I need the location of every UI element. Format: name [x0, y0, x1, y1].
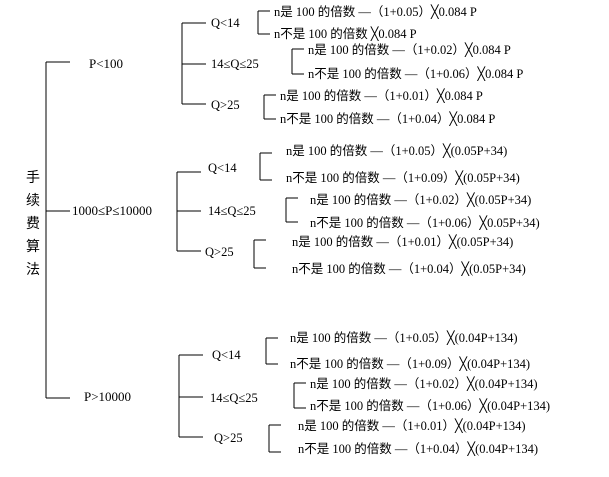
q-group-label: 14≤Q≤25 [208, 204, 256, 218]
q-group-label: 14≤Q≤25 [210, 391, 258, 405]
leaf-formula: n是 100 的倍数 —（1+0.01）╳0.084 P [280, 88, 483, 103]
q-group-label: 14≤Q≤25 [211, 57, 259, 71]
root-bracket [45, 61, 70, 399]
root-char: 算 [26, 239, 40, 255]
range-bracket [181, 22, 206, 105]
root-label: 手 续 费 算 法 [26, 170, 40, 278]
leaf-formula: n是 100 的倍数 —（1+0.01）╳(0.04P+134) [298, 418, 526, 433]
leaf-formula: n不是 100 的倍数 —（1+0.09）╳(0.05P+34) [286, 170, 520, 185]
root-char: 手 [26, 170, 40, 186]
leaf-formula: n不是 100 的倍数 ╳0.084 P [274, 26, 417, 41]
leaf-bracket [265, 337, 306, 453]
leaf-bracket [257, 10, 304, 120]
leaf-formula: n不是 100 的倍数 —（1+0.04）╳0.084 P [280, 111, 495, 126]
leaf-formula: n不是 100 的倍数 —（1+0.04）╳(0.04P+134) [298, 441, 538, 456]
range-bracket [176, 171, 201, 252]
q-group-label: Q>25 [211, 98, 240, 112]
root-char: 法 [26, 262, 40, 278]
range-label: P>10000 [84, 389, 131, 404]
q-group-label: Q>25 [214, 431, 243, 445]
leaf-formula: n是 100 的倍数 —（1+0.01）╳(0.05P+34) [292, 234, 513, 249]
root-char: 费 [26, 216, 40, 232]
leaf-formula: n不是 100 的倍数 —（1+0.06）╳0.05P+34) [310, 215, 540, 230]
range-bracket [178, 354, 203, 438]
q-group-label: Q>25 [205, 245, 234, 259]
leaf-formula: n不是 100 的倍数 —（1+0.09）╳(0.04P+134) [290, 356, 530, 371]
q-group-label: Q<14 [212, 348, 241, 362]
leaf-formula: n是 100 的倍数 —（1+0.05）╳(0.04P+134) [290, 330, 518, 345]
root-char: 续 [26, 192, 40, 209]
leaf-formula: n不是 100 的倍数 —（1+0.06）╳(0.04P+134) [310, 398, 550, 413]
leaf-formula: n是 100 的倍数 —（1+0.02）╳(0.05P+34) [310, 192, 531, 207]
q-group-label: Q<14 [211, 16, 240, 30]
leaf-formula: n是 100 的倍数 —（1+0.05）╳(0.05P+34) [286, 143, 507, 158]
leaf-formula: n是 100 的倍数 —（1+0.02）╳(0.04P+134) [310, 376, 538, 391]
range-p-gt-10000: P>10000 Q<14 14≤Q≤25 Q>25 n是 100 的倍数 —（1… [84, 330, 550, 456]
range-label: P<100 [89, 56, 123, 71]
leaf-formula: n不是 100 的倍数 —（1+0.06）╳0.084 P [308, 66, 523, 81]
leaf-formula: n是 100 的倍数 —（1+0.05）╳0.084 P [274, 4, 477, 19]
range-label: 1000≤P≤10000 [72, 203, 152, 218]
leaf-formula: n不是 100 的倍数 —（1+0.04）╳(0.05P+34) [292, 261, 526, 276]
range-p-lt-100: P<100 Q<14 14≤Q≤25 Q>25 n是 100 的倍数 —（1+0… [89, 4, 523, 126]
leaf-formula: n是 100 的倍数 —（1+0.02）╳0.084 P [308, 42, 511, 57]
q-group-label: Q<14 [208, 161, 237, 175]
range-p-1000-10000: 1000≤P≤10000 Q<14 14≤Q≤25 Q>25 n是 100 的倍… [72, 143, 540, 276]
leaf-bracket [253, 152, 298, 269]
